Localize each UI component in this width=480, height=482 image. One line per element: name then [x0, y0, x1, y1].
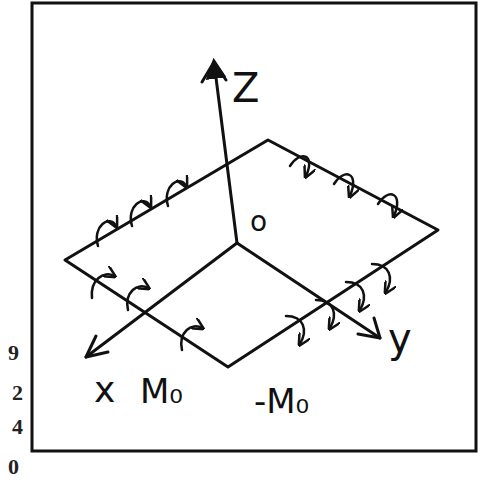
axis-label: Z — [232, 68, 259, 108]
x-axis — [86, 243, 237, 357]
text-fragment: 2 — [12, 382, 23, 404]
axis-label: x — [94, 372, 115, 408]
moment-label: M₀ — [140, 374, 183, 408]
axis-label: y — [388, 318, 412, 358]
moment-label: -M₀ — [254, 384, 309, 418]
frame — [32, 3, 476, 451]
text-fragment: 0 — [8, 456, 19, 478]
origin-label: o — [250, 208, 267, 236]
plate-outline — [65, 140, 438, 367]
text-fragment: 4 — [12, 416, 23, 438]
edge-moments — [92, 156, 397, 350]
text-fragment: 9 — [8, 342, 19, 364]
y-axis — [237, 243, 380, 338]
